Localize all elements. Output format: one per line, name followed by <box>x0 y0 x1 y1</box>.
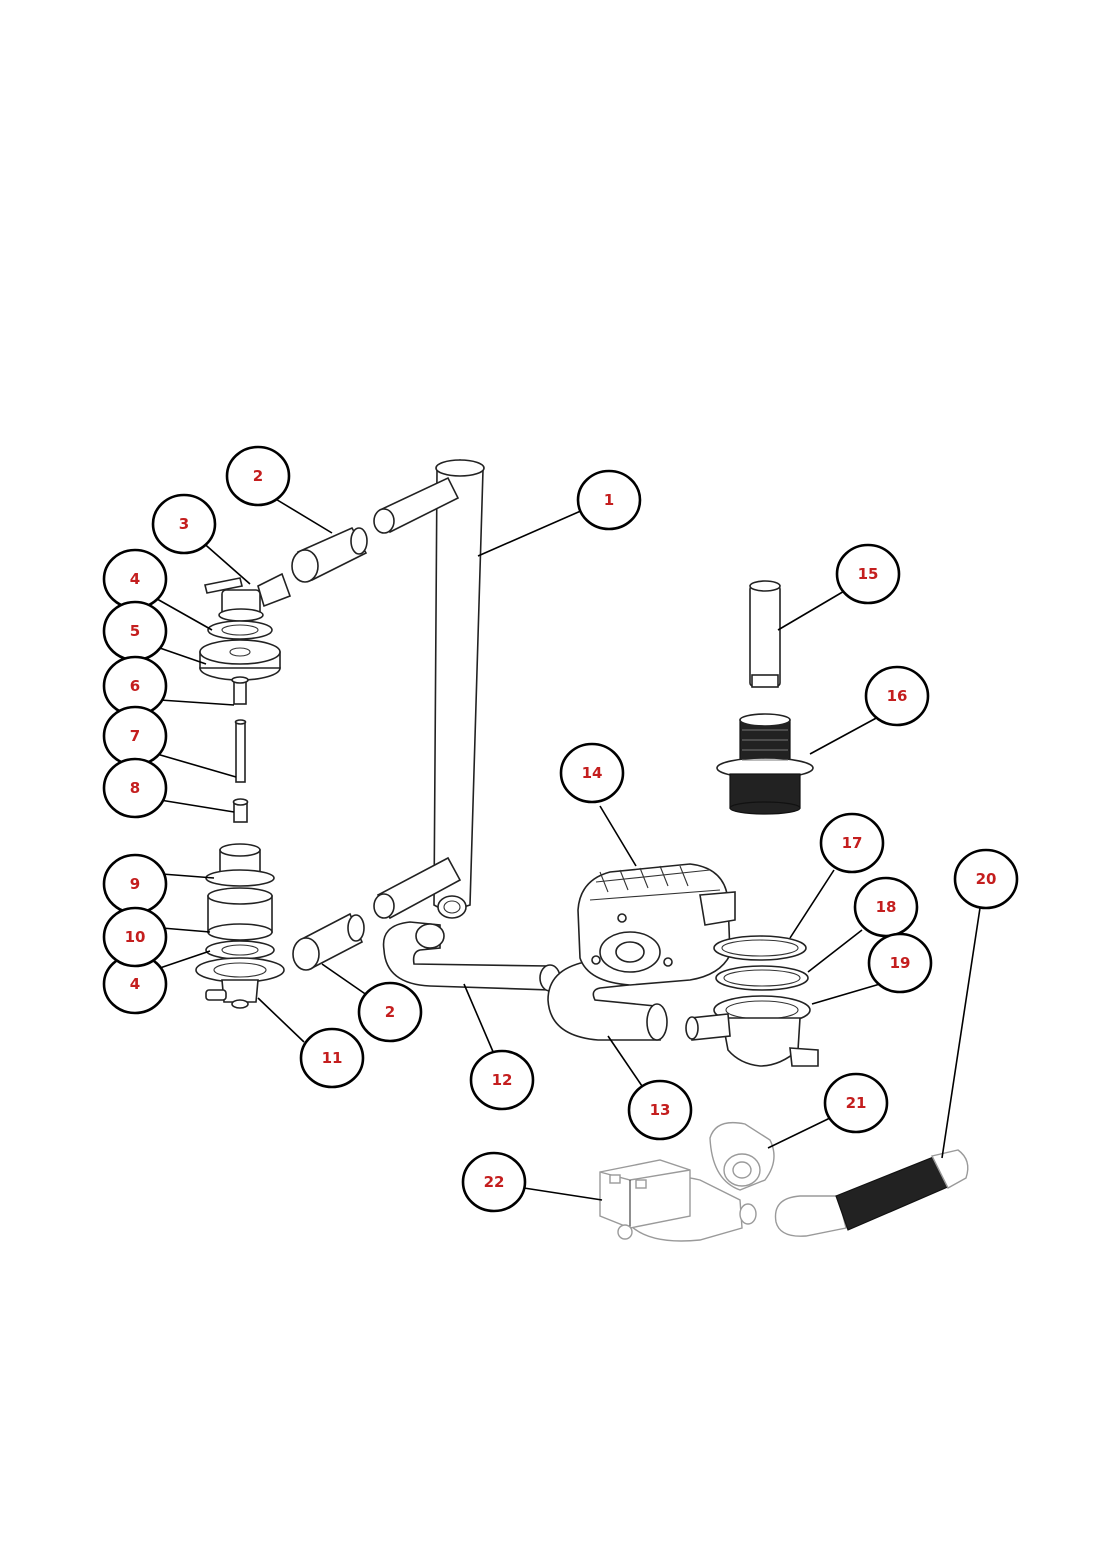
leader-1 <box>477 509 584 557</box>
callout-7-label: 7 <box>130 727 140 745</box>
callout-1-label: 1 <box>604 491 614 509</box>
part-8-bushing <box>232 798 249 823</box>
callout-15: 15 <box>835 543 901 605</box>
callout-13-label: 13 <box>650 1101 671 1119</box>
leader-8 <box>159 799 235 813</box>
callout-15-label: 15 <box>858 565 879 583</box>
part-2-sleeve-upper <box>291 526 368 583</box>
callout-2-lower: 2 <box>357 981 423 1043</box>
callout-16: 16 <box>864 665 930 727</box>
part-7-rod <box>234 719 247 783</box>
callout-2-upper-label: 2 <box>253 467 263 485</box>
callout-3-label: 3 <box>179 515 189 533</box>
callout-5: 5 <box>102 600 168 662</box>
callout-11-label: 11 <box>322 1049 343 1067</box>
callout-11: 11 <box>299 1027 365 1089</box>
callout-17: 17 <box>819 812 885 874</box>
callouts: 1 2 2 3 4 4 5 6 <box>102 445 1019 1213</box>
leader-10 <box>161 927 211 933</box>
leader-13 <box>607 1035 643 1087</box>
callout-4-upper: 4 <box>102 548 168 610</box>
leader-15 <box>777 589 847 631</box>
callout-22: 22 <box>461 1151 527 1213</box>
callout-4-lower-label: 4 <box>130 975 140 993</box>
leader-6 <box>159 699 235 706</box>
leader-19 <box>811 983 881 1005</box>
callout-14: 14 <box>559 742 625 804</box>
callout-10: 10 <box>102 906 168 968</box>
leader-4-upper <box>149 594 213 631</box>
callout-2-lower-label: 2 <box>385 1003 395 1021</box>
callout-20-label: 20 <box>976 870 997 888</box>
callout-16-label: 16 <box>887 687 908 705</box>
callout-19-label: 19 <box>890 954 911 972</box>
callout-18: 18 <box>853 876 919 938</box>
callout-12: 12 <box>469 1049 535 1111</box>
part-10-cylinder <box>207 887 273 941</box>
part-13-elbow-pipe <box>547 959 668 1041</box>
part-14-pump-motor <box>577 863 736 986</box>
callout-2-upper: 2 <box>225 445 291 507</box>
leader-lines <box>149 497 981 1201</box>
callout-18-label: 18 <box>876 898 897 916</box>
callout-19: 19 <box>867 932 933 994</box>
leader-12 <box>463 983 495 1055</box>
callout-17-label: 17 <box>842 834 863 852</box>
part-6-pin <box>231 676 249 705</box>
part-16-threaded-drain <box>716 713 814 815</box>
callout-4-upper-label: 4 <box>130 570 140 588</box>
parts-layer <box>195 459 969 1242</box>
part-12-bent-pipe <box>382 921 561 992</box>
leader-17 <box>789 869 835 939</box>
part-9-collar <box>205 843 275 887</box>
callout-8-label: 8 <box>130 779 140 797</box>
callout-10-label: 10 <box>125 928 146 946</box>
leader-3 <box>199 539 251 585</box>
leader-5 <box>153 645 207 665</box>
part-21-elbow-fitting <box>709 1121 775 1191</box>
callout-3: 3 <box>151 493 217 555</box>
callout-21: 21 <box>823 1072 889 1134</box>
part-18-gasket <box>715 965 809 991</box>
part-22-solenoid-valve <box>599 1159 757 1242</box>
callout-14-label: 14 <box>582 764 603 782</box>
callout-21-label: 21 <box>846 1094 867 1112</box>
part-2-sleeve-lower <box>292 912 365 971</box>
callout-9-label: 9 <box>130 875 140 893</box>
part-15-strainer-tube <box>749 580 781 688</box>
part-5-flange <box>199 639 281 681</box>
callout-7: 7 <box>102 705 168 767</box>
part-20-corrugated-hose <box>774 1149 969 1237</box>
leader-2-upper <box>273 497 333 534</box>
part-1-vertical-pipe <box>373 459 485 920</box>
callout-6-label: 6 <box>130 677 140 695</box>
leader-18 <box>807 929 863 973</box>
callout-1: 1 <box>576 469 642 531</box>
part-17-gasket <box>713 935 807 961</box>
leader-4-lower <box>153 950 211 971</box>
callout-5-label: 5 <box>130 622 140 640</box>
part-3-valve-head <box>204 572 292 622</box>
callout-22-label: 22 <box>484 1173 505 1191</box>
leader-16 <box>809 715 881 755</box>
leader-20 <box>941 907 981 1159</box>
part-11-drain-fitting <box>195 957 285 1009</box>
leader-21 <box>767 1117 831 1149</box>
part-4-ring-lower <box>205 940 275 960</box>
leader-14 <box>599 805 637 867</box>
callout-9: 9 <box>102 853 168 915</box>
callout-8: 8 <box>102 757 168 819</box>
leader-9 <box>161 873 215 879</box>
leader-7 <box>149 751 237 778</box>
part-19-sump-housing <box>685 995 819 1067</box>
callout-12-label: 12 <box>492 1071 513 1089</box>
part-4-ring-upper <box>207 620 273 640</box>
callout-20: 20 <box>953 848 1019 910</box>
leader-22 <box>523 1187 603 1201</box>
leader-11 <box>257 997 305 1043</box>
callout-13: 13 <box>627 1079 693 1141</box>
